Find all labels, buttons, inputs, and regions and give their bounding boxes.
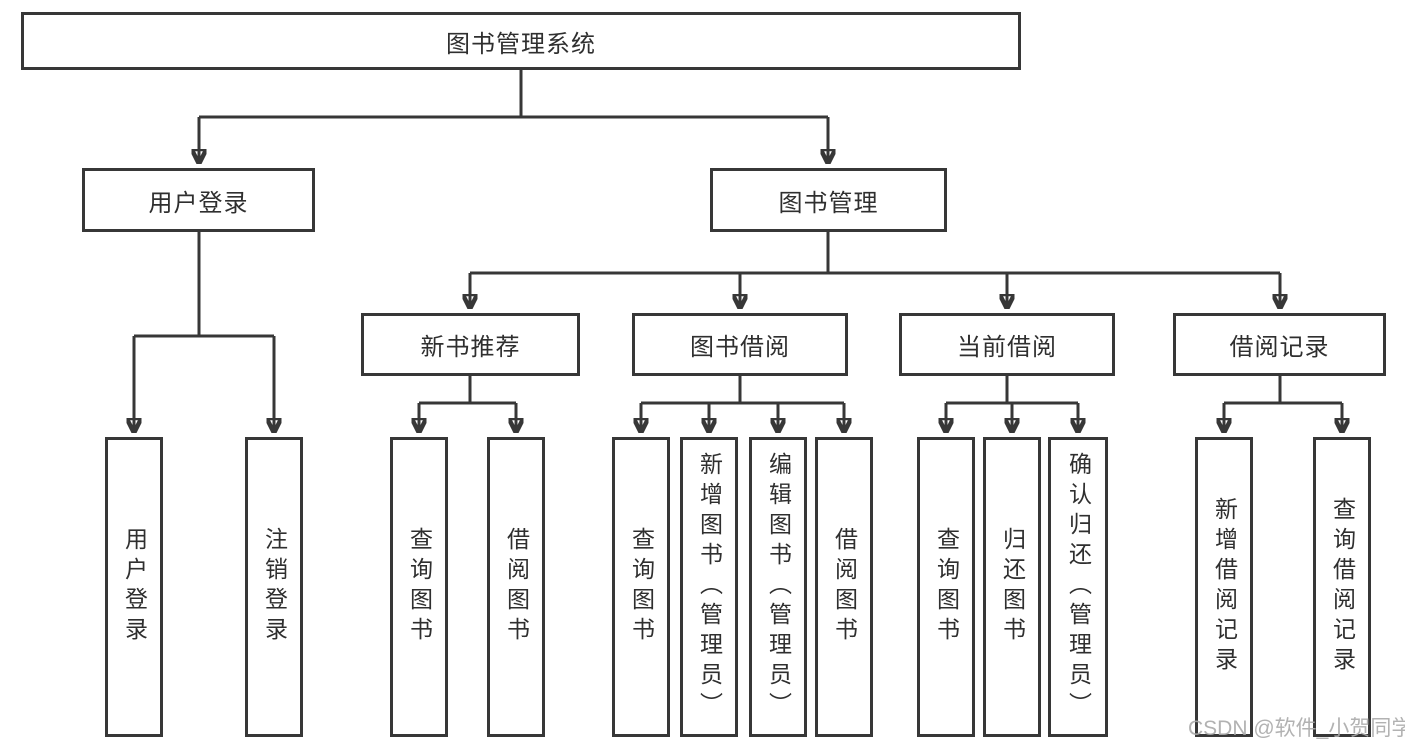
leaf-logout: 注销登录 xyxy=(245,437,303,737)
leaf-add-books-admin-label: 新增图书（管理员） xyxy=(696,452,723,722)
node-book-management-label: 图书管理 xyxy=(778,189,879,217)
leaf-return-books: 归还图书 xyxy=(983,437,1041,737)
leaf-borrowing-search-books: 查询图书 xyxy=(612,437,670,737)
leaf-borrowing-borrow-books: 借阅图书 xyxy=(815,437,873,737)
node-current-borrowing: 当前借阅 xyxy=(899,313,1115,376)
leaf-recommend-borrow-books: 借阅图书 xyxy=(487,437,545,737)
leaf-add-borrow-record-label: 新增借阅记录 xyxy=(1211,497,1238,677)
leaf-current-search-books: 查询图书 xyxy=(917,437,975,737)
leaf-confirm-return-admin-label: 确认归还（管理员） xyxy=(1065,452,1092,722)
leaf-edit-books-admin-label: 编辑图书（管理员） xyxy=(765,452,792,722)
csdn-watermark: CSDN @软件_小贺同学 xyxy=(1188,717,1405,740)
leaf-logout-label: 注销登录 xyxy=(261,527,288,647)
leaf-confirm-return-admin: 确认归还（管理员） xyxy=(1048,437,1108,737)
leaf-edit-books-admin: 编辑图书（管理员） xyxy=(749,437,807,737)
node-root-label: 图书管理系统 xyxy=(446,30,596,58)
node-current-borrowing-label: 当前借阅 xyxy=(957,334,1057,361)
node-user-login: 用户登录 xyxy=(82,168,315,232)
leaf-add-borrow-record: 新增借阅记录 xyxy=(1195,437,1253,737)
leaf-borrowing-borrow-books-label: 借阅图书 xyxy=(831,527,858,647)
leaf-recommend-borrow-books-label: 借阅图书 xyxy=(503,527,530,647)
leaf-recommend-search-books: 查询图书 xyxy=(390,437,448,737)
leaf-search-borrow-record-label: 查询借阅记录 xyxy=(1329,497,1356,677)
node-new-book-recommendation-label: 新书推荐 xyxy=(420,334,521,361)
node-root: 图书管理系统 xyxy=(21,12,1021,70)
node-new-book-recommendation: 新书推荐 xyxy=(361,313,580,376)
node-borrowing-records: 借阅记录 xyxy=(1173,313,1386,376)
leaf-user-login-label: 用户登录 xyxy=(121,527,148,647)
leaf-return-books-label: 归还图书 xyxy=(999,527,1026,647)
node-borrowing-records-label: 借阅记录 xyxy=(1229,334,1330,361)
leaf-current-search-books-label: 查询图书 xyxy=(933,527,960,647)
leaf-user-login: 用户登录 xyxy=(105,437,163,737)
leaf-borrowing-search-books-label: 查询图书 xyxy=(628,527,655,647)
node-book-management: 图书管理 xyxy=(710,168,947,232)
leaf-search-borrow-record: 查询借阅记录 xyxy=(1313,437,1371,737)
node-user-login-label: 用户登录 xyxy=(148,189,249,217)
leaf-recommend-search-books-label: 查询图书 xyxy=(406,527,433,647)
node-book-borrowing: 图书借阅 xyxy=(632,313,848,376)
node-book-borrowing-label: 图书借阅 xyxy=(690,334,790,361)
leaf-add-books-admin: 新增图书（管理员） xyxy=(680,437,738,737)
